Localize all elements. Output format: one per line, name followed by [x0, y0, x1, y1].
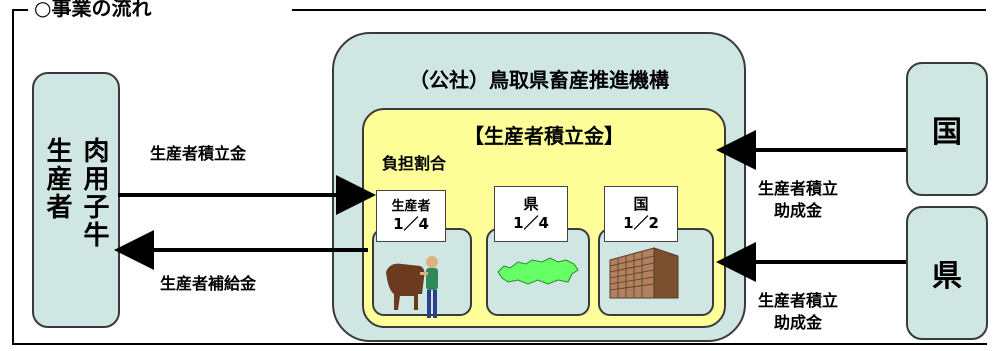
producer-label: 肉用子牛生産者 — [42, 137, 109, 249]
flow-label-line: 助成金 — [774, 201, 823, 221]
prefecture-box: 県 — [906, 206, 988, 340]
fund-ratio-label: 負担割合 — [382, 154, 447, 173]
government-building-icon — [609, 247, 679, 299]
flow-label-line: 助成金 — [774, 313, 823, 333]
section-title: ○事業の流れ — [30, 0, 156, 21]
share-party: 国 — [633, 195, 649, 213]
flow-label-from-country: 生産者積立 助成金 — [758, 178, 838, 223]
share-party: 県 — [523, 195, 539, 213]
share-ratio: 1／2 — [623, 213, 659, 232]
country-label: 国 — [932, 115, 962, 150]
share-card-prefecture: 県 1／4 — [494, 186, 568, 242]
flow-label-from-prefecture: 生産者積立 助成金 — [758, 290, 838, 335]
fund-title: 【生産者積立金】 — [464, 124, 624, 148]
prefecture-map-icon — [497, 257, 579, 285]
producer-box: 肉用子牛生産者 — [32, 72, 120, 328]
frame-bottom — [12, 343, 987, 345]
share-card-producer: 生産者 1／4 — [376, 190, 446, 242]
flow-label-to-producer: 生産者補給金 — [160, 274, 257, 293]
frame-top-right — [292, 9, 986, 11]
prefecture-label: 県 — [932, 259, 962, 294]
organization-title: （公社）鳥取県畜産推進機構 — [409, 68, 669, 92]
country-box: 国 — [906, 62, 988, 196]
share-card-country: 国 1／2 — [604, 186, 678, 242]
share-party: 生産者 — [391, 199, 431, 214]
flow-label-line: 生産者積立 — [758, 179, 839, 198]
frame-top-left — [12, 9, 28, 11]
frame-left — [12, 9, 14, 344]
flow-label-line: 生産者積立 — [758, 291, 839, 310]
share-ratio: 1／4 — [393, 215, 429, 234]
share-ratio: 1／4 — [513, 213, 549, 232]
flow-label-to-organization: 生産者積立金 — [150, 144, 247, 163]
farmer-with-cow-icon — [386, 256, 438, 318]
